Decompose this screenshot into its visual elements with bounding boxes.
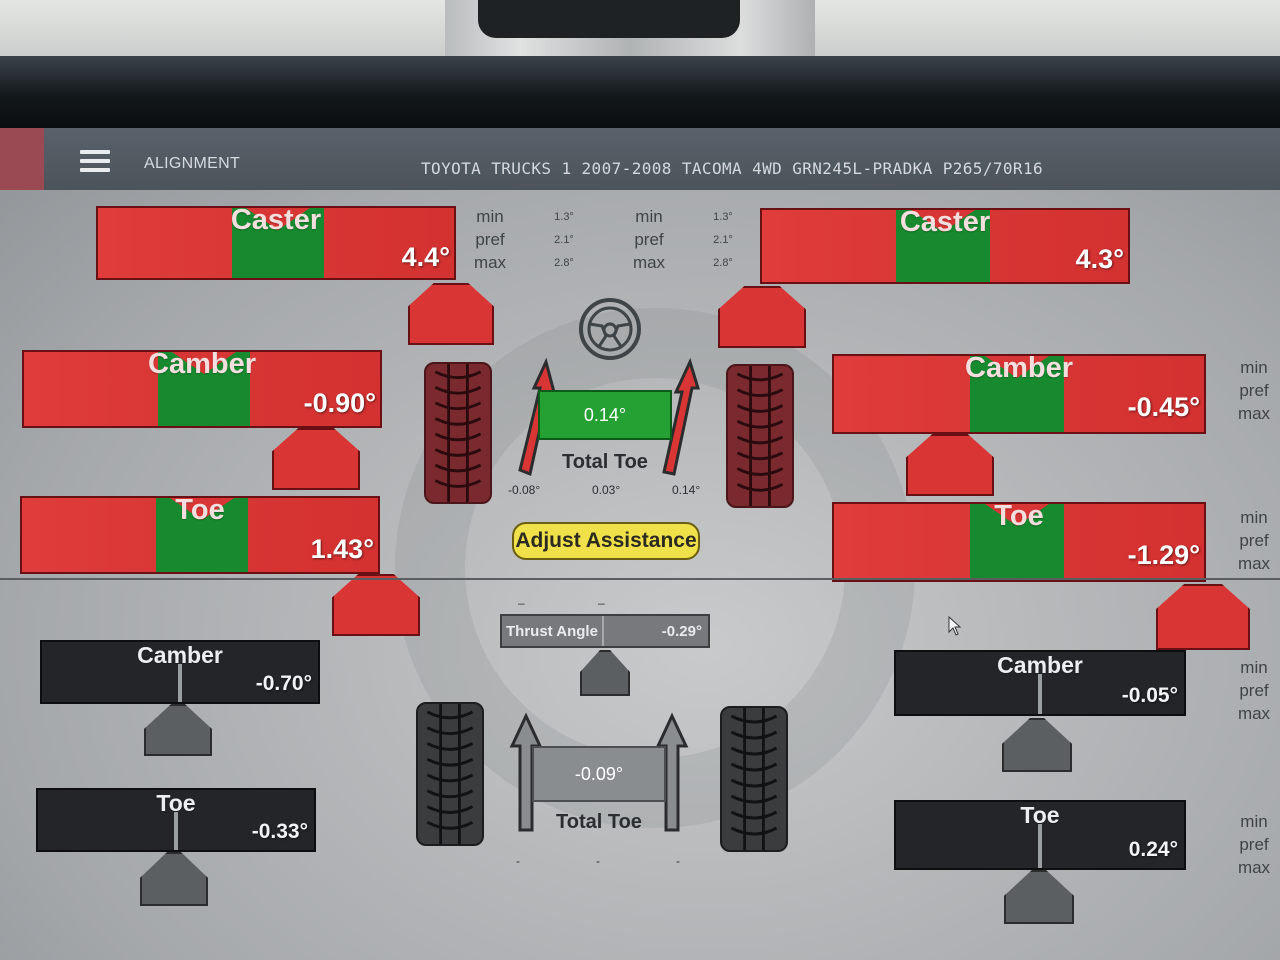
rear-total-toe-bar: -0.09° (532, 746, 666, 802)
rear-right-toe-gauge: Toe 0.24° (894, 800, 1186, 870)
scale-labels-rear-camber: min pref max (1237, 658, 1271, 723)
thrust-dash-left: – (518, 596, 525, 610)
thrust-angle-label: Thrust Angle (506, 623, 598, 640)
rear-left-camber-pointer (144, 704, 212, 756)
gauge-value: 0.24° (1128, 838, 1178, 861)
scale-labels-rear-toe: min pref max (1237, 812, 1271, 877)
alignment-screen: ALIGNMENT TOYOTA TRUCKS 1 2007-2008 TACO… (0, 128, 1280, 960)
rear-left-toe-pointer (140, 852, 208, 906)
gauge-value: 1.43° (310, 534, 374, 564)
gauge-label: Caster (230, 204, 322, 236)
front-left-caster-pointer (408, 283, 494, 345)
front-left-camber-gauge: Camber -0.90° (22, 348, 382, 428)
adjust-assistance-button[interactable]: Adjust Assistance (512, 522, 700, 560)
hamburger-menu-icon[interactable] (80, 150, 110, 172)
gauge-label: Toe (156, 790, 196, 816)
thrust-dash-center: – (598, 596, 605, 610)
gauge-label: Caster (899, 206, 991, 238)
top-bar: ALIGNMENT TOYOTA TRUCKS 1 2007-2008 TACO… (0, 128, 1280, 190)
scale-labels-right-toe: min pref max (1237, 508, 1271, 573)
spec-window (232, 208, 324, 278)
rear-right-tire (720, 706, 788, 852)
rear-left-tire (416, 702, 484, 846)
front-right-tire (726, 364, 794, 508)
app-title: ALIGNMENT (144, 155, 241, 172)
gauge-label: Camber (997, 652, 1083, 678)
thrust-angle-value: -0.29° (661, 623, 702, 640)
front-total-toe-value: 0.14° (583, 405, 627, 425)
gauge-label: Toe (1020, 802, 1060, 828)
gauge-label: Camber (965, 352, 1073, 384)
front-right-toe-pointer (1156, 584, 1250, 650)
rear-left-camber-gauge: Camber -0.70° (40, 640, 320, 704)
gauge-value: -0.90° (303, 388, 376, 418)
mouse-cursor-icon (948, 616, 962, 636)
front-right-caster-gauge: Caster 4.3° (760, 206, 1130, 284)
gauge-value: -1.29° (1127, 540, 1200, 570)
rear-right-toe-pointer (1004, 870, 1074, 924)
front-left-toe-gauge: Toe 1.43° (20, 494, 380, 574)
front-toe-min: -0.08° (508, 483, 541, 497)
gauge-value: -0.70° (255, 672, 312, 695)
front-right-toe-gauge: Toe -1.29° (832, 500, 1206, 582)
gauge-label: Toe (175, 494, 225, 526)
monitor-frame (0, 56, 1280, 130)
front-right-caster-pointer (718, 286, 806, 348)
gauge-value: -0.45° (1127, 392, 1200, 422)
vehicle-spec: TOYOTA TRUCKS 1 2007-2008 TACOMA 4WD GRN… (421, 159, 1044, 178)
spec-window (970, 356, 1064, 432)
rear-right-camber-pointer (1002, 718, 1072, 772)
rear-right-camber-gauge: Camber -0.05° (894, 650, 1186, 716)
spec-window (896, 210, 990, 282)
gauge-value: 4.4° (401, 242, 450, 272)
rear-left-toe-gauge: Toe -0.33° (36, 788, 316, 852)
front-toe-arrows (518, 358, 701, 477)
front-right-camber-gauge: Camber -0.45° (832, 352, 1206, 434)
scale-labels-right-camber: min pref max (1237, 358, 1271, 423)
front-left-caster-gauge: Caster 4.4° (96, 204, 456, 280)
gauge-value: -0.33° (251, 820, 308, 843)
gauge-label: Toe (994, 500, 1044, 532)
front-toe-max: 0.14° (672, 483, 701, 497)
steering-wheel-icon[interactable] (576, 296, 644, 362)
rear-total-toe-value: -0.09° (574, 764, 624, 784)
front-left-camber-pointer (272, 428, 360, 490)
section-divider (0, 578, 1280, 580)
front-toe-pref: 0.03° (592, 483, 621, 497)
caster-spec-right: 1.3° 2.1° 2.8° (713, 211, 733, 269)
thrust-angle-gauge: Thrust Angle -0.29° (500, 614, 710, 648)
rear-toe-max: - (676, 854, 680, 868)
scale-labels-center: min pref max (632, 207, 666, 272)
scale-labels-left: min pref max (473, 207, 507, 272)
gauge-label: Camber (148, 348, 256, 380)
caster-spec-left: 1.3° 2.1° 2.8° (554, 211, 574, 269)
front-total-toe-bar: 0.14° (538, 390, 672, 440)
rear-total-toe-label: Total Toe (556, 811, 642, 833)
front-total-toe-label: Total Toe (562, 451, 648, 473)
spec-window (970, 504, 1064, 580)
rear-toe-pref: - (596, 854, 600, 868)
front-right-camber-pointer (906, 434, 994, 496)
mount-knob (478, 0, 740, 38)
gauge-value: 4.3° (1075, 244, 1124, 274)
spec-window (158, 352, 250, 426)
gauge-label: Camber (137, 642, 223, 668)
rear-toe-min: - (516, 854, 520, 868)
top-bar-accent (0, 128, 44, 190)
spec-window (156, 498, 248, 572)
gauge-value: -0.05° (1121, 684, 1178, 707)
front-left-tire (424, 362, 492, 504)
